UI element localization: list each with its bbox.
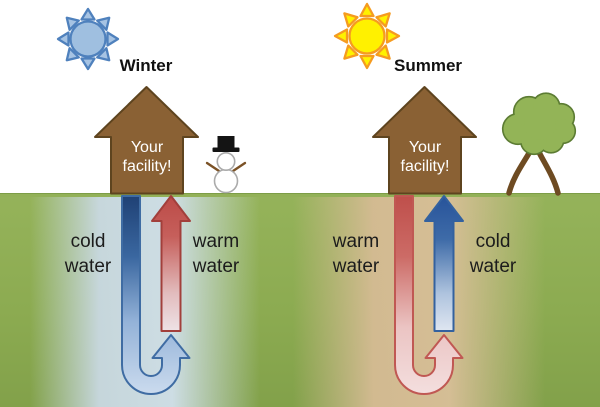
winter-down-pipe-label: cold water [64,231,112,277]
winter-facility-label: Your facility! [107,139,187,176]
summer-down-pipe-label: warm water [332,231,380,277]
snowman-icon [205,136,247,194]
winter-facility-line2: facility! [122,157,172,175]
winter-facility-house [94,86,199,195]
ground-surface-line [0,193,600,197]
winter-warm-return-arrow [151,195,191,332]
sun-icon [333,2,401,70]
summer-facility-house [372,86,477,195]
summer-cold-return-arrow [424,195,464,332]
summer-loop-pipe [394,195,464,395]
summer-facility-line2: facility! [400,157,450,175]
winter-season-label: Winter [119,56,173,75]
summer-season-label: Summer [393,56,463,75]
summer-facility-label: Your facility! [385,139,465,176]
ground-cross-section [0,193,600,407]
summer-up-pipe-label: cold water [469,231,517,277]
winter-loop-pipe [121,195,191,395]
winter-up-pipe-label: warm water [192,231,240,277]
tree-icon [501,92,577,196]
summer-facility-line1: Your [408,139,442,156]
cold-sun-icon [56,7,120,71]
winter-facility-line1: Your [130,139,164,156]
